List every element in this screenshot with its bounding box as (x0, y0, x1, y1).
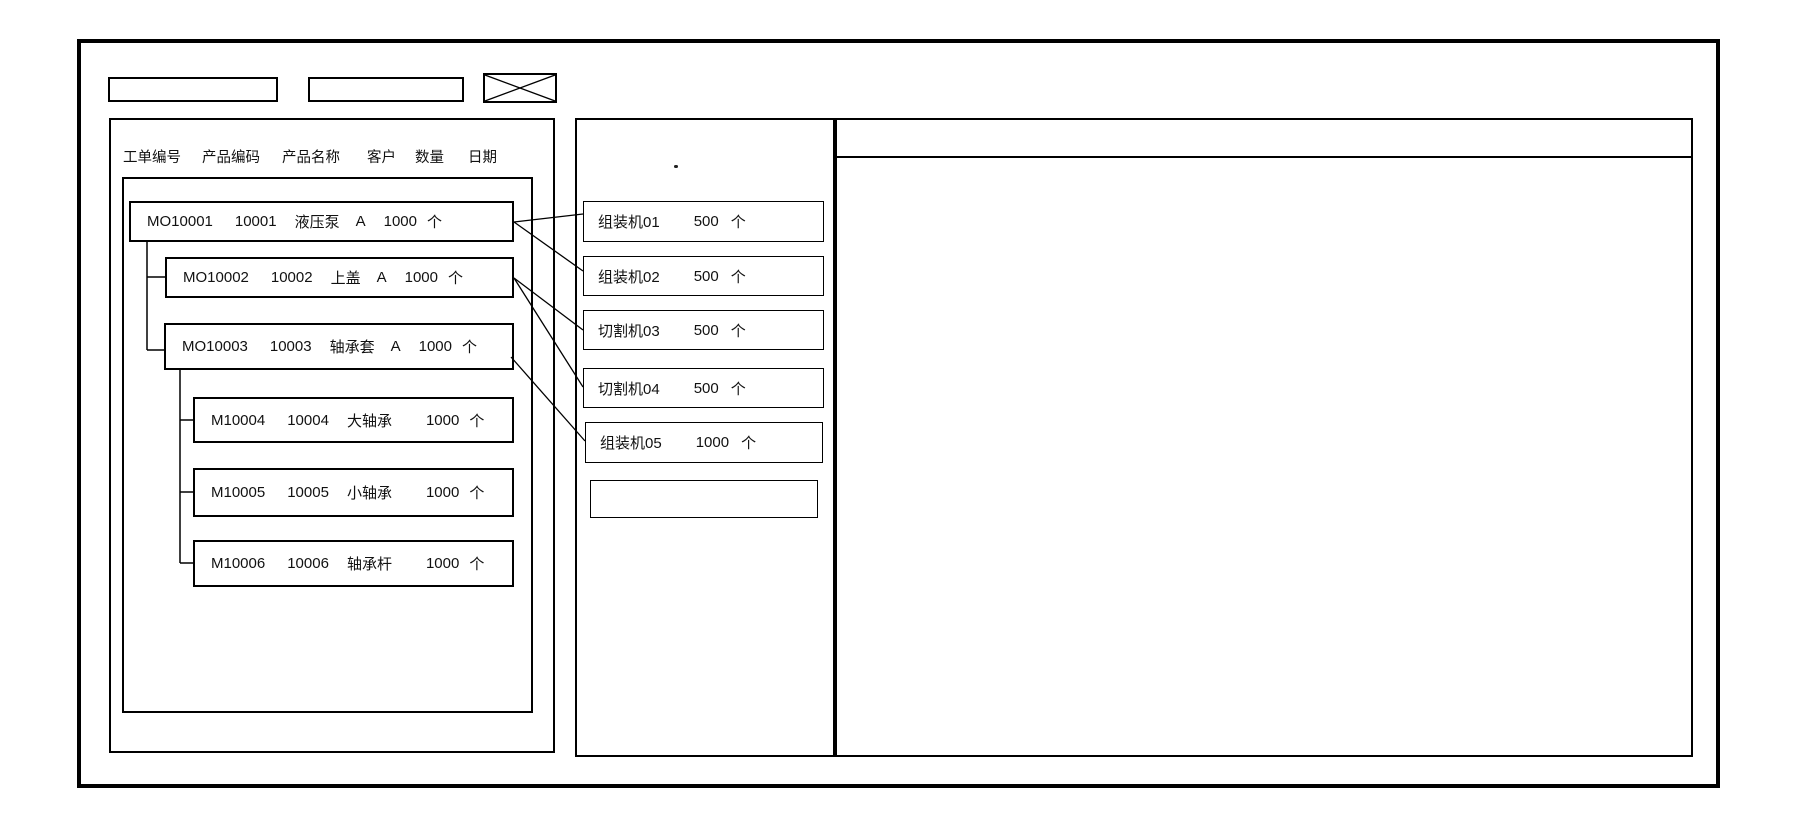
detail-panel-divider (837, 156, 1691, 158)
customer: A (376, 269, 387, 286)
product-name: 轴承杆 (346, 556, 392, 573)
order-no: M10004 (211, 411, 266, 429)
machine-box-04[interactable]: 切割机04 500 个 (583, 368, 824, 408)
order-box-mo10002[interactable]: MO10002 10002 上盖 A 1000 个 (165, 257, 514, 298)
product-code: 10002 (270, 269, 313, 286)
product-code: 10005 (287, 484, 329, 501)
machine-name: 组装机01 (598, 214, 660, 231)
machine-qty: 1000 (695, 434, 730, 451)
machine-box-03[interactable]: 切割机03 500 个 (583, 310, 824, 350)
close-button[interactable] (483, 73, 557, 103)
machine-qty: 500 (693, 379, 719, 397)
product-name: 小轴承 (346, 485, 392, 502)
customer: A (390, 338, 401, 355)
order-no: MO10001 (147, 213, 213, 230)
machine-qty: 500 (693, 321, 719, 339)
machine-qty: 500 (693, 213, 719, 230)
quantity: 1000 (418, 338, 452, 355)
machine-box-05[interactable]: 组装机05 1000 个 (585, 422, 823, 463)
quantity: 1000 (425, 411, 460, 429)
machine-name: 切割机04 (598, 380, 660, 398)
toolbar-field-1[interactable] (108, 77, 278, 102)
order-no: M10005 (211, 484, 266, 501)
product-name: 轴承套 (329, 339, 375, 356)
unit: 个 (427, 214, 443, 231)
close-x-icon (484, 74, 556, 102)
unit: 个 (469, 556, 485, 573)
customer: A (355, 213, 366, 230)
order-no: M10006 (211, 555, 266, 572)
product-code: 10004 (287, 411, 329, 429)
unit: 个 (469, 485, 485, 502)
unit: 个 (469, 412, 485, 430)
machine-box-02[interactable]: 组装机02 500 个 (583, 256, 824, 296)
column-header-date: 日期 (468, 150, 497, 166)
unit: 个 (741, 435, 757, 452)
unit: 个 (448, 270, 464, 287)
toolbar-field-2[interactable] (308, 77, 464, 102)
order-box-mo10001[interactable]: MO10001 10001 液压泵 A 1000 个 (129, 201, 514, 242)
order-no: MO10003 (182, 338, 248, 355)
unit: 个 (730, 380, 746, 398)
column-header-product-name: 产品名称 (282, 150, 340, 166)
unit: 个 (730, 322, 746, 340)
column-header-order-no: 工单编号 (123, 150, 181, 166)
product-code: 10001 (234, 213, 277, 230)
machine-qty: 500 (693, 267, 719, 285)
machine-name: 切割机03 (598, 322, 660, 340)
unit: 个 (730, 214, 746, 231)
product-name: 上盖 (330, 270, 361, 287)
order-box-mo10003[interactable]: MO10003 10003 轴承套 A 1000 个 (164, 323, 514, 370)
machine-name: 组装机02 (598, 268, 660, 286)
order-no: MO10002 (183, 269, 249, 286)
machine-box-01[interactable]: 组装机01 500 个 (583, 201, 824, 242)
order-box-m10006[interactable]: M10006 10006 轴承杆 1000 个 (193, 540, 514, 587)
column-header-customer: 客户 (367, 150, 396, 166)
order-box-m10005[interactable]: M10005 10005 小轴承 1000 个 (193, 468, 514, 517)
quantity: 1000 (404, 269, 438, 286)
unit: 个 (730, 268, 746, 286)
quantity: 1000 (425, 484, 460, 501)
window-frame (77, 39, 1720, 788)
quantity: 1000 (383, 213, 417, 230)
order-box-m10004[interactable]: M10004 10004 大轴承 1000 个 (193, 397, 514, 443)
unit: 个 (462, 339, 478, 356)
machine-name: 组装机05 (600, 435, 662, 452)
machine-box-empty[interactable] (590, 480, 818, 518)
product-name: 液压泵 (294, 214, 340, 231)
stray-dot (674, 165, 678, 168)
column-header-product-code: 产品编码 (202, 150, 260, 166)
column-header-qty: 数量 (415, 150, 444, 166)
quantity: 1000 (425, 555, 460, 572)
product-code: 10003 (269, 338, 312, 355)
detail-panel (835, 118, 1693, 757)
product-name: 大轴承 (346, 412, 392, 430)
product-code: 10006 (287, 555, 329, 572)
